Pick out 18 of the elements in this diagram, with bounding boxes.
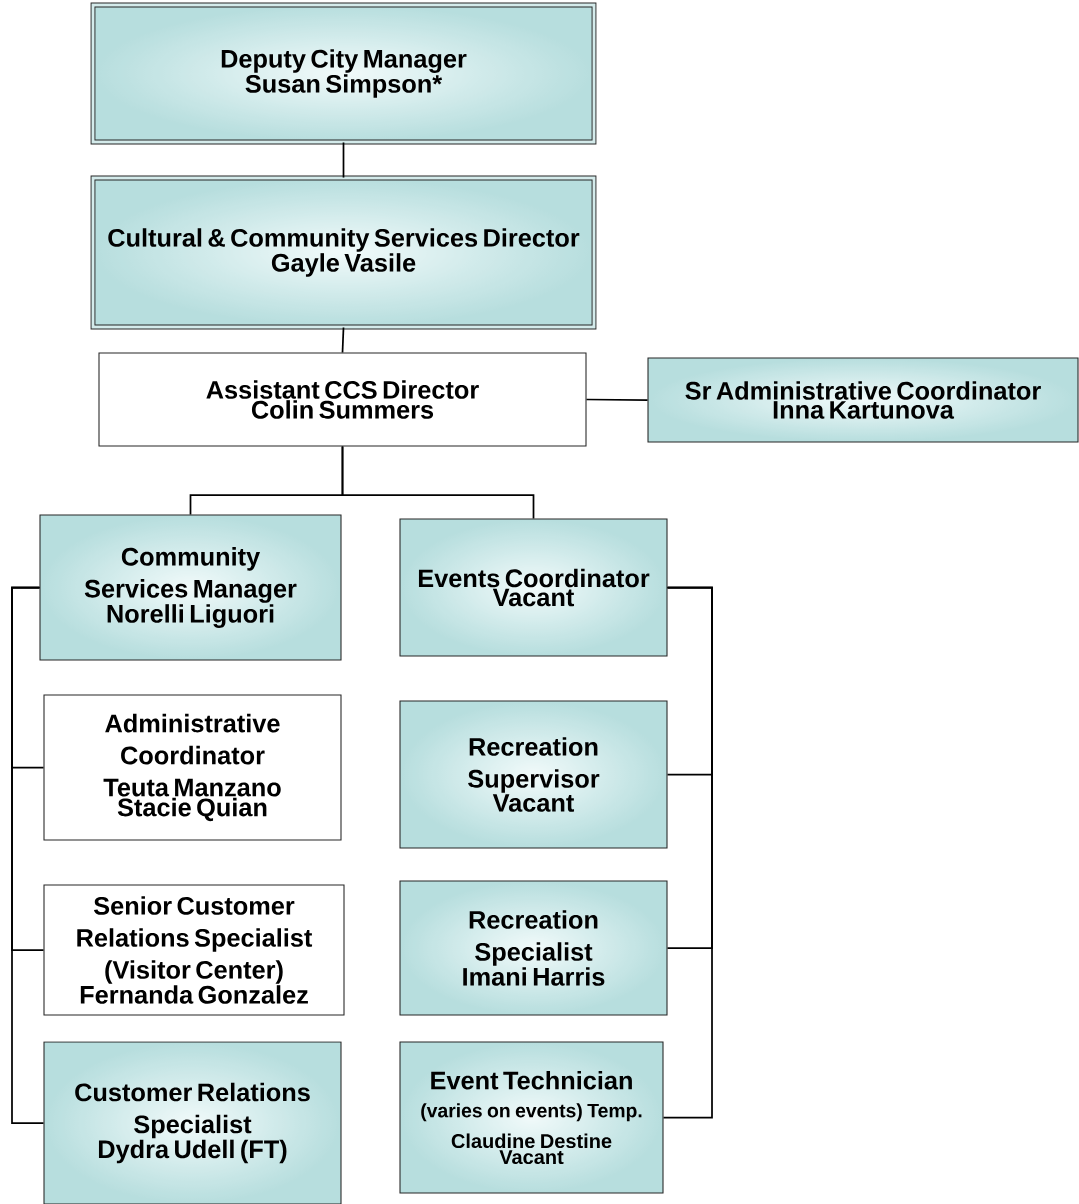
connector-line bbox=[11, 586, 45, 1124]
connector-line bbox=[662, 586, 713, 1119]
position-box: Events Coordinator Vacant bbox=[399, 518, 668, 657]
position-box: Community Services Manager Norelli Liguori bbox=[39, 514, 342, 661]
connector-line bbox=[341, 326, 345, 354]
position-box: Recreation Specialist Imani Harris bbox=[399, 880, 668, 1016]
position-box: Senior Customer Relations Specialist (Visitor Center) Fernanda Gonzalez bbox=[43, 884, 345, 1016]
position-box: Cultural & Community Services Director Gayle Vasile bbox=[90, 175, 597, 330]
connector-line bbox=[342, 141, 345, 179]
position-box: Customer Relations Specialist Dydra Udell (FT) bbox=[43, 1041, 342, 1204]
position-box: Assistant CCS Director Colin Summers bbox=[98, 352, 587, 447]
connector-line bbox=[585, 398, 649, 401]
position-box: Administrative Coordinator Teuta Manzano Stacie Quian bbox=[43, 694, 342, 841]
connector-line bbox=[341, 445, 535, 520]
position-box: Recreation Supervisor Vacant bbox=[399, 700, 668, 849]
position-box: Deputy City Manager Susan Simpson* bbox=[90, 2, 597, 145]
position-box: Event Technician (varies on events) Temp. Claudine Destine Vacant bbox=[399, 1041, 664, 1194]
position-box: Sr Administrative Coordinator Inna Kartunova bbox=[647, 357, 1079, 443]
